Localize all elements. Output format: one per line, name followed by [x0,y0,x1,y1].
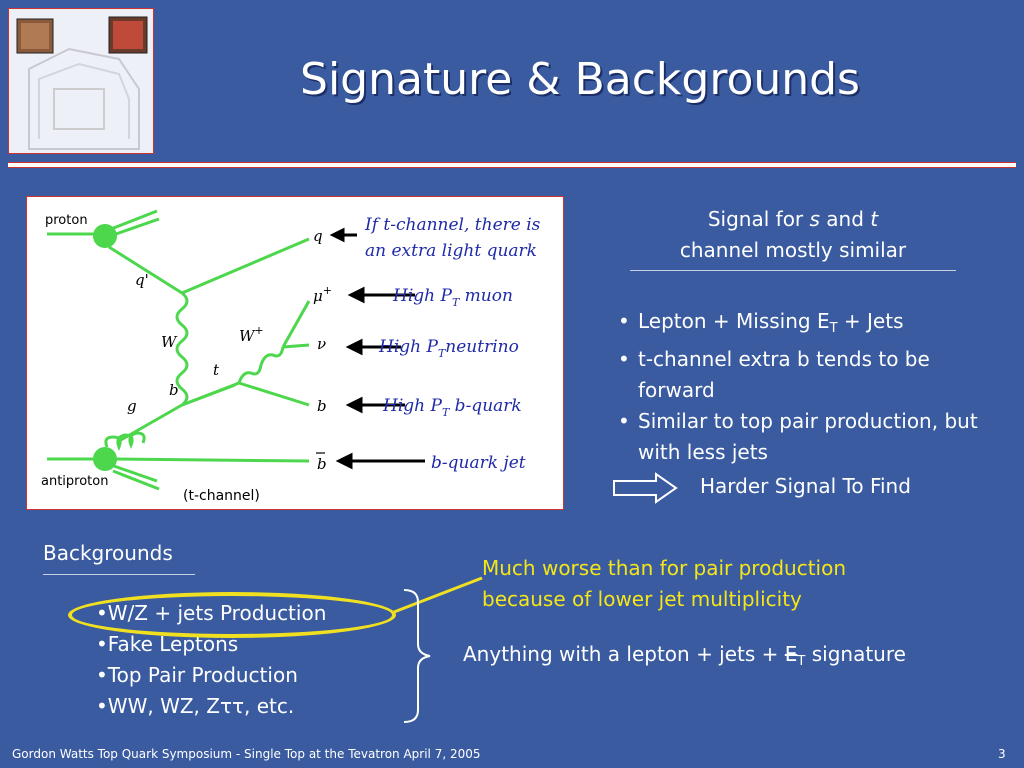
bbar-line [112,457,310,463]
title-divider [8,162,1016,168]
harder-signal-text: Harder Signal To Find [700,474,911,498]
q-label: q [313,227,323,245]
signal-bullets: Lepton + Missing ET + Jets t-channel ext… [616,306,1006,468]
highlight-ellipse [68,592,396,638]
signal-bullet-2: t-channel extra b tends to be forward [616,344,1006,406]
w-label: W [161,333,178,351]
proton-label: proton [45,213,88,228]
worse-than-pair-note: Much worse than for pair production beca… [482,556,847,611]
proton-blob [93,224,117,248]
slide-title: Signature & Backgrounds [300,54,860,105]
antiproton-label: antiproton [41,474,108,489]
signal-heading: Signal for s and t channel mostly simila… [679,207,907,262]
neutrino-line [282,343,310,349]
extra-quark-note-line2: an extra light quark [365,241,537,261]
mu-label: μ+ [313,284,332,305]
b-out-label: b [317,397,327,415]
background-item: Top Pair Production [96,660,326,691]
nu-label: ν [317,335,326,353]
w-plus-propagator [237,346,285,384]
b-out-line [238,381,310,407]
g-label: g [127,397,137,415]
slide-footer: Gordon Watts Top Quark Symposium - Singl… [12,747,481,761]
muon-line [281,300,311,348]
annotation-arrows [329,227,425,470]
signal-bullet-1: Lepton + Missing ET + Jets [616,306,1006,344]
feynman-diagram: proton antiproton q q' W W+ t b g μ+ ν b… [26,196,564,510]
page-number: 3 [998,747,1006,761]
backgrounds-divider [43,574,195,575]
w-plus-label: W+ [239,324,264,345]
extra-quark-note-line1: If t-channel, there is [364,215,541,235]
right-arrow-icon [613,472,678,504]
feynman-diagram-graphic: proton antiproton q q' W W+ t b g μ+ ν b… [41,209,541,491]
bbar-label: b [317,455,327,473]
right-brace-icon [403,589,431,723]
q-prime-label: q' [135,271,149,289]
neutrino-note: High PTneutrino [378,337,519,360]
diagram-caption: (t-channel) [183,488,260,504]
t-label: t [213,361,220,379]
detector-logo [8,8,154,154]
q-prime-line [108,245,183,295]
signal-divider [630,270,956,271]
bquark-note: High PT b-quark [382,396,522,419]
signal-bullet-3: Similar to top pair production, but with… [616,406,1006,468]
b-internal-label: b [169,381,179,399]
gluon-line [104,431,146,452]
w-propagator [175,291,189,407]
background-item: WW, WZ, Zττ, etc. [96,691,326,722]
detector-logo-graphic [16,16,148,150]
bjet-note: b-quark jet [431,453,526,473]
backgrounds-heading: Backgrounds [43,541,173,565]
muon-note: High PT muon [392,286,513,309]
lepton-jets-met-signature: Anything with a lepton + jets + ET signa… [463,642,906,669]
q-outgoing-line [181,237,310,295]
